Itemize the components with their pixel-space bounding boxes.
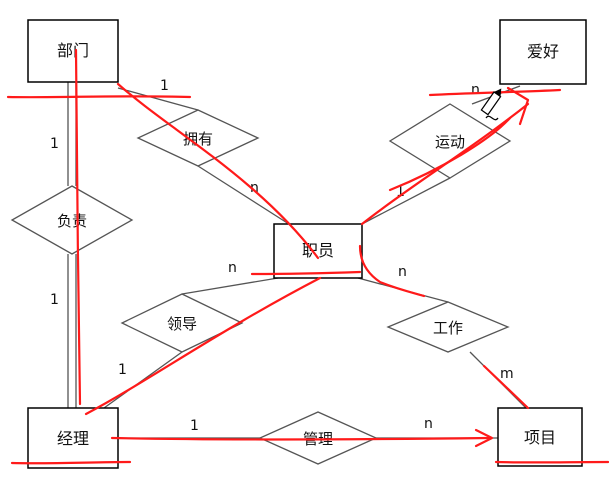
entity-manager[interactable]: 经理 (27, 407, 119, 469)
annotation-arrow-project-head (474, 428, 494, 448)
card-manage-project: n (424, 416, 433, 432)
annotation-stroke-work-project (482, 364, 530, 410)
line-staff-lead (181, 277, 279, 295)
pencil-cursor-icon (480, 88, 502, 116)
annotation-stroke-manager-staff (84, 276, 322, 416)
card-staff-work: n (398, 264, 407, 280)
entity-dept[interactable]: 部门 (27, 19, 119, 83)
relation-diamond (10, 185, 134, 255)
cardinality-labels: 1 n n 1 1 1 n 1 n m 1 n (50, 78, 514, 434)
pencil-tip (494, 88, 502, 97)
relation-charge[interactable]: 负责 (10, 185, 134, 255)
relation-diamond (388, 103, 512, 179)
annotation-arrow-manager-project (110, 436, 490, 441)
squiggle-icon (485, 115, 499, 121)
annotation-stroke-dept-down (74, 48, 82, 406)
relation-manage[interactable]: 管理 (258, 411, 378, 465)
entity-staff[interactable]: 职员 (273, 223, 363, 279)
annotation-stroke-staff-hobby-2 (388, 116, 512, 192)
card-charge-manager: 1 (50, 292, 59, 308)
relation-own[interactable]: 拥有 (136, 109, 260, 167)
annotation-arrow-hobby-head (506, 86, 530, 126)
relation-lead[interactable]: 领导 (120, 293, 244, 353)
card-own-staff: n (250, 180, 259, 196)
entity-staff-label: 职员 (302, 241, 334, 260)
entity-project-label: 项目 (524, 428, 556, 447)
annotation-underline-dept (6, 95, 192, 99)
red-annotations (6, 48, 609, 465)
relation-work-label: 工作 (433, 319, 463, 337)
entity-box (497, 407, 583, 467)
entity-hobby-label: 爱好 (527, 42, 559, 61)
card-dept-charge: 1 (50, 136, 59, 152)
relation-diamond (258, 411, 378, 465)
pencil-body (480, 91, 502, 116)
entity-project[interactable]: 项目 (497, 407, 583, 467)
annotation-underline-staff (250, 270, 362, 276)
card-dept-own: 1 (160, 78, 169, 94)
annotation-underline-manager (10, 460, 132, 465)
annotation-stroke-staff-work (358, 244, 426, 298)
line-own-staff (197, 165, 293, 227)
relation-sport-label: 运动 (435, 133, 465, 151)
line-dept-own (117, 87, 199, 111)
relation-diamond (120, 293, 244, 353)
relation-lead-label: 领导 (167, 315, 197, 333)
entity-box (499, 19, 587, 85)
card-hobby-sport: n (471, 82, 480, 98)
line-staff-sport (361, 177, 451, 225)
card-work-project: m (500, 366, 514, 382)
card-sport-staff: 1 (396, 184, 405, 200)
relation-charge-label: 负责 (57, 212, 87, 230)
entity-box (27, 19, 119, 83)
entity-box (27, 407, 119, 469)
entity-hobby[interactable]: 爱好 (499, 19, 587, 85)
entity-dept-label: 部门 (57, 41, 89, 60)
relation-own-label: 拥有 (183, 130, 213, 148)
card-staff-lead: n (228, 260, 237, 276)
entity-manager-label: 经理 (57, 429, 89, 448)
relation-sport[interactable]: 运动 (388, 103, 512, 179)
relation-diamond (386, 301, 510, 353)
card-lead-manager: 1 (118, 362, 127, 378)
annotation-stroke-dept-staff (116, 82, 320, 260)
card-manager-manage: 1 (190, 418, 199, 434)
relation-work[interactable]: 工作 (386, 301, 510, 353)
entity-box (273, 223, 363, 279)
